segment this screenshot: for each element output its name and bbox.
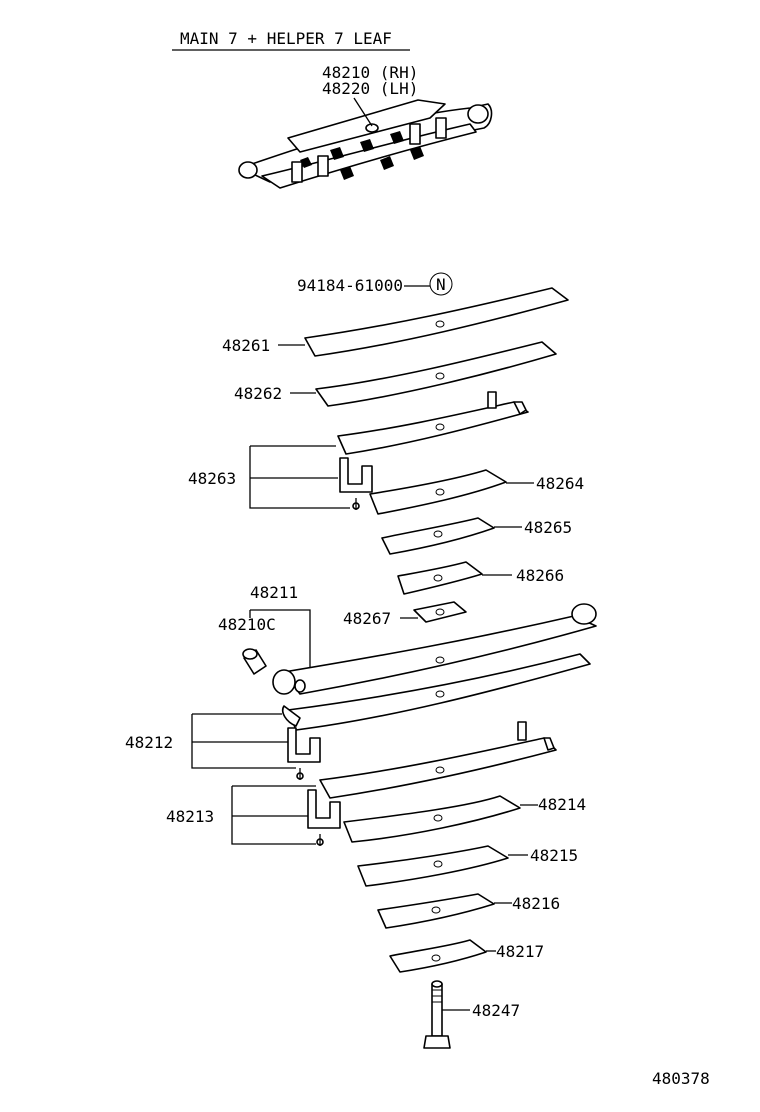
new-part-mark-circle [429,272,453,296]
label-48216: 48216 [512,894,560,913]
clip-48213 [307,789,341,846]
new-part-mark: N [436,275,446,294]
helper-leaf-48265 [381,517,495,555]
helper-leaf-48262 [315,341,557,407]
main-leaf-no1 [272,603,597,695]
main-leaf-48216 [377,893,495,929]
main-leaf-48217 [389,939,487,973]
bracket-48212 [191,713,296,769]
main-leaf-48214 [343,795,521,843]
leaf-spring-assembly [238,99,493,189]
label-48267: 48267 [343,609,391,628]
label-48210c: 48210C [218,615,276,634]
label-48262: 48262 [234,384,282,403]
label-94184-61000: 94184-61000 [297,276,403,295]
diagram-title: MAIN 7 + HELPER 7 LEAF [180,29,392,48]
label-48214: 48214 [538,795,586,814]
clip-48212 [287,727,321,780]
bushing-48210c [242,648,267,675]
label-48215: 48215 [530,846,578,865]
label-48217: 48217 [496,942,544,961]
main-leaf-no2 [281,653,591,731]
label-48265: 48265 [524,518,572,537]
clip-48263 [339,457,373,510]
helper-leaf-48264 [369,469,507,515]
label-48247: 48247 [472,1001,520,1020]
helper-leaf-with-clip-tab [337,391,529,455]
helper-leaf-48266 [397,561,483,595]
label-48266: 48266 [516,566,564,585]
center-bolt-48247 [423,980,451,1049]
main-leaf-no3-with-clip-tab [319,721,557,799]
label-48211: 48211 [250,583,298,602]
bracket-48263 [249,445,350,509]
helper-leaf-48267 [413,601,467,623]
bracket-48211 [249,609,311,676]
helper-leaf-48261 [304,287,569,357]
figure-number: 480378 [652,1069,710,1088]
label-48261: 48261 [222,336,270,355]
label-48263: 48263 [188,469,236,488]
label-48210-rh: 48210 (RH) [322,63,418,82]
label-48212: 48212 [125,733,173,752]
main-leaf-48215 [357,845,509,887]
assembly-leader [353,97,373,127]
bracket-48213 [231,785,316,845]
label-48220-lh: 48220 (LH) [322,79,418,98]
label-48264: 48264 [536,474,584,493]
label-48213: 48213 [166,807,214,826]
